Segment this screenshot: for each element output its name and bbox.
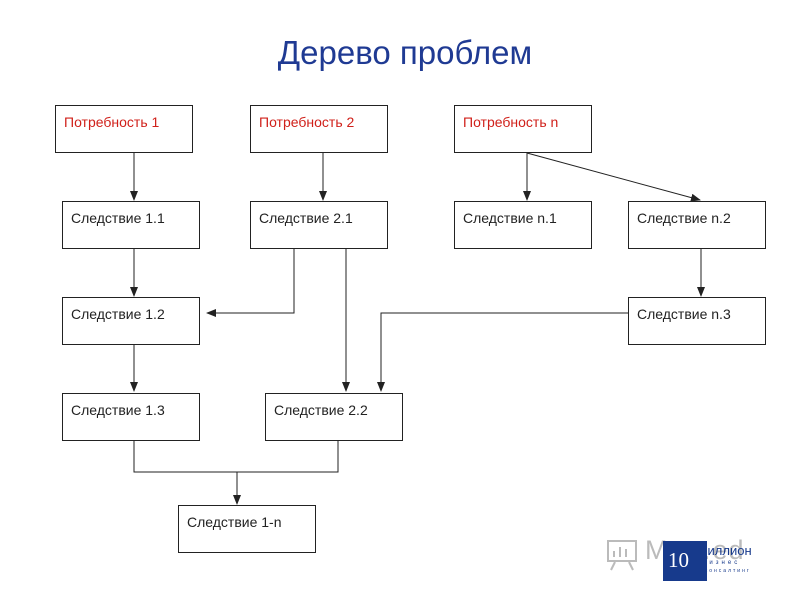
node-consequence-1-2: Следствие 1.2 <box>62 297 200 345</box>
watermark-logo: Mo…ed 10 Биллион бизнес консалтинг <box>605 535 775 583</box>
node-need-2: Потребность 2 <box>250 105 388 153</box>
node-need-1: Потребность 1 <box>55 105 193 153</box>
node-consequence-1-1: Следствие 1.1 <box>62 201 200 249</box>
node-consequence-2-2: Следствие 2.2 <box>265 393 403 441</box>
node-consequence-1-n: Следствие 1-n <box>178 505 316 553</box>
arrow-c21-to-c12 <box>206 249 295 317</box>
logo-brand: Биллион <box>699 543 752 558</box>
node-consequence-n-2: Следствие n.2 <box>628 201 766 249</box>
node-consequence-n-3: Следствие n.3 <box>628 297 766 345</box>
logo-subtitle-2: консалтинг <box>705 568 751 574</box>
node-need-n: Потребность n <box>454 105 592 153</box>
arrow-needn-to-cn2 <box>526 152 701 202</box>
node-consequence-n-1: Следствие n.1 <box>454 201 592 249</box>
diagram-title: Дерево проблем <box>277 34 533 71</box>
logo-number: 10 <box>668 548 689 572</box>
node-consequence-2-1: Следствие 2.1 <box>250 201 388 249</box>
merge-line-c13 <box>133 441 237 473</box>
logo-book-icon <box>663 541 707 581</box>
merge-line-c22 <box>237 441 339 473</box>
presentation-icon <box>607 540 637 571</box>
node-consequence-1-3: Следствие 1.3 <box>62 393 200 441</box>
arrow-cn3-to-c22 <box>377 312 628 392</box>
logo-subtitle: бизнес <box>703 560 741 566</box>
